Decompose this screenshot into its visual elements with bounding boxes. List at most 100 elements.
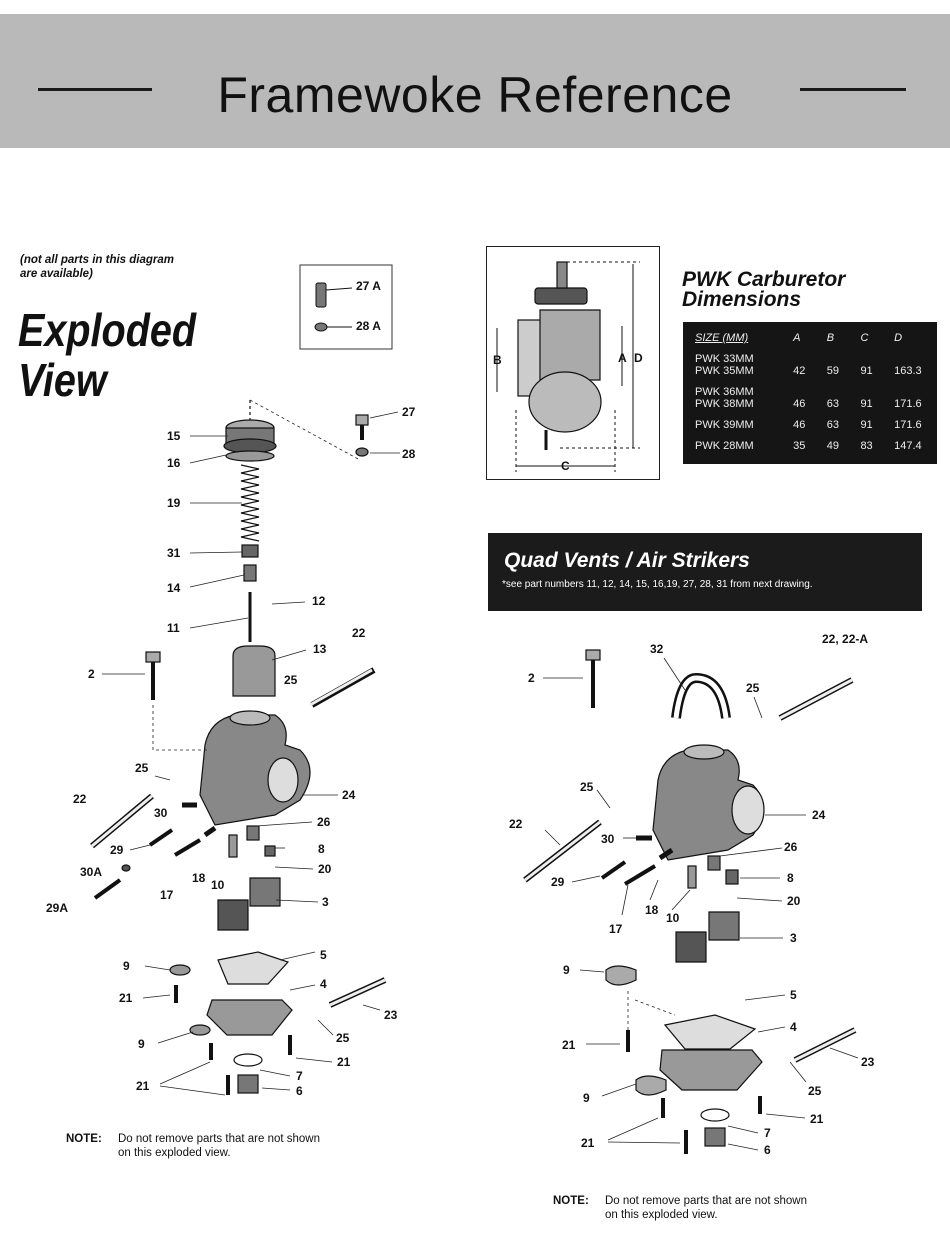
part-label: 4	[790, 1020, 797, 1034]
part-label: 22	[352, 626, 366, 640]
part-label: 2	[88, 667, 95, 681]
part-label: 32	[650, 642, 664, 656]
part-label: 9	[138, 1037, 145, 1051]
header-banner: Framewoke Reference	[0, 14, 950, 148]
header-rule-right	[800, 88, 906, 91]
column-header: B	[826, 332, 835, 344]
column-header: SIZE (MM)	[695, 332, 749, 344]
value-cell: 91	[860, 398, 873, 410]
column-header: C	[860, 332, 869, 344]
dimension-letter-labels: B A D C	[493, 351, 643, 473]
value-cell: 49	[826, 440, 840, 452]
part-label: 5	[790, 988, 797, 1002]
right-carburetor-parts	[523, 649, 857, 1154]
column-header: D	[894, 332, 903, 344]
part-label: 6	[764, 1143, 771, 1157]
part-label: 30	[601, 832, 615, 846]
part-label: 4	[320, 977, 327, 991]
value-cell: 91	[860, 419, 873, 431]
part-label: 25	[746, 681, 760, 695]
part-label: 22	[73, 792, 87, 806]
dimension-label: B	[493, 353, 502, 367]
right-part-labels: 32 22, 22-A 2 25 25 24 22 30 26 29 8 20 …	[509, 632, 875, 1157]
part-label: 31	[167, 546, 181, 560]
value-cell: 46	[793, 419, 806, 431]
table-row: PWK 39MM 46 63 91 171.6	[683, 411, 937, 432]
availability-note-line: (not all parts in this diagram	[20, 254, 174, 266]
availability-note-line: are available)	[20, 268, 93, 280]
value-cell: 59	[826, 365, 840, 377]
inset-parts	[314, 282, 353, 332]
dimensions-diagram-frame	[486, 246, 660, 480]
part-label: 30	[154, 806, 168, 820]
dimensions-title-line: PWK Carburetor	[682, 268, 846, 291]
part-label: 28	[402, 447, 416, 461]
quad-vents-title: Quad Vents / Air Strikers	[504, 549, 750, 572]
part-label: 25	[580, 780, 594, 794]
size-value: PWK 33MM	[695, 353, 754, 365]
part-label: 20	[318, 862, 332, 876]
column-header: A	[793, 332, 801, 344]
dimensions-title: PWK Carburetor Dimensions	[682, 268, 846, 310]
quad-vents-banner: Quad Vents / Air Strikers *see part numb…	[488, 533, 922, 611]
part-label: 8	[318, 842, 325, 856]
part-label: 14	[167, 581, 181, 595]
note-text: on this exploded view.	[118, 1147, 231, 1159]
value-cell: 46	[793, 398, 806, 410]
dimension-lines	[496, 261, 640, 472]
part-label: 25	[135, 761, 149, 775]
note-label: NOTE:	[553, 1195, 589, 1207]
note-text: on this exploded view.	[605, 1209, 718, 1221]
part-label: 29A	[46, 901, 68, 915]
part-label: 8	[787, 871, 794, 885]
part-label: 9	[123, 959, 130, 973]
left-note: NOTE:Do not remove parts that are not sh…	[66, 1132, 320, 1160]
title-line: View	[18, 354, 107, 406]
part-label: 25	[284, 673, 298, 687]
value-cell: 91	[860, 365, 873, 377]
part-label: 18	[192, 871, 206, 885]
part-label: 25	[808, 1084, 822, 1098]
part-label: 21	[810, 1112, 824, 1126]
value-cell: 63	[826, 398, 840, 410]
part-label: 26	[784, 840, 798, 854]
part-label: 23	[861, 1055, 875, 1069]
part-label: 27 A	[356, 279, 381, 293]
part-label: 20	[787, 894, 801, 908]
part-label: 3	[322, 895, 329, 909]
part-label: 19	[167, 496, 181, 510]
table-header-row: SIZE (MM) A B C D	[683, 332, 937, 352]
value-cell: 35	[793, 440, 806, 452]
part-label: 18	[645, 903, 659, 917]
note-text: Do not remove parts that are not shown	[118, 1133, 320, 1145]
part-label: 11	[167, 621, 180, 635]
part-label: 21	[119, 991, 133, 1005]
part-label: 27	[402, 405, 416, 419]
part-label: 29	[551, 875, 565, 889]
part-label: 22	[509, 817, 523, 831]
part-label: 13	[313, 642, 327, 656]
inset-frame	[299, 264, 393, 350]
part-label: 24	[812, 808, 826, 822]
size-value: PWK 35MM	[695, 365, 754, 377]
left-carburetor-parts	[90, 400, 387, 1095]
size-value: PWK 38MM	[695, 398, 754, 410]
part-label: 21	[562, 1038, 576, 1052]
part-label: 21	[136, 1079, 150, 1093]
part-label: 21	[581, 1136, 595, 1150]
part-label: 24	[342, 788, 356, 802]
part-label: 22, 22-A	[822, 632, 868, 646]
exploded-view-title: Exploded View	[18, 305, 196, 405]
left-part-labels: 27 28 15 16 19 31 14 12 11 13 22 2 25 25…	[46, 405, 416, 1098]
value-cell: 171.6	[894, 419, 922, 431]
part-label: 7	[764, 1126, 771, 1140]
part-label: 12	[312, 594, 326, 608]
part-label: 10	[211, 878, 225, 892]
dimensions-carb-drawing	[517, 261, 602, 450]
value-cell: 163.3	[894, 365, 922, 377]
dimension-label: C	[561, 459, 570, 473]
table-row: PWK 28MM 35 49 83 147.4	[683, 432, 937, 453]
